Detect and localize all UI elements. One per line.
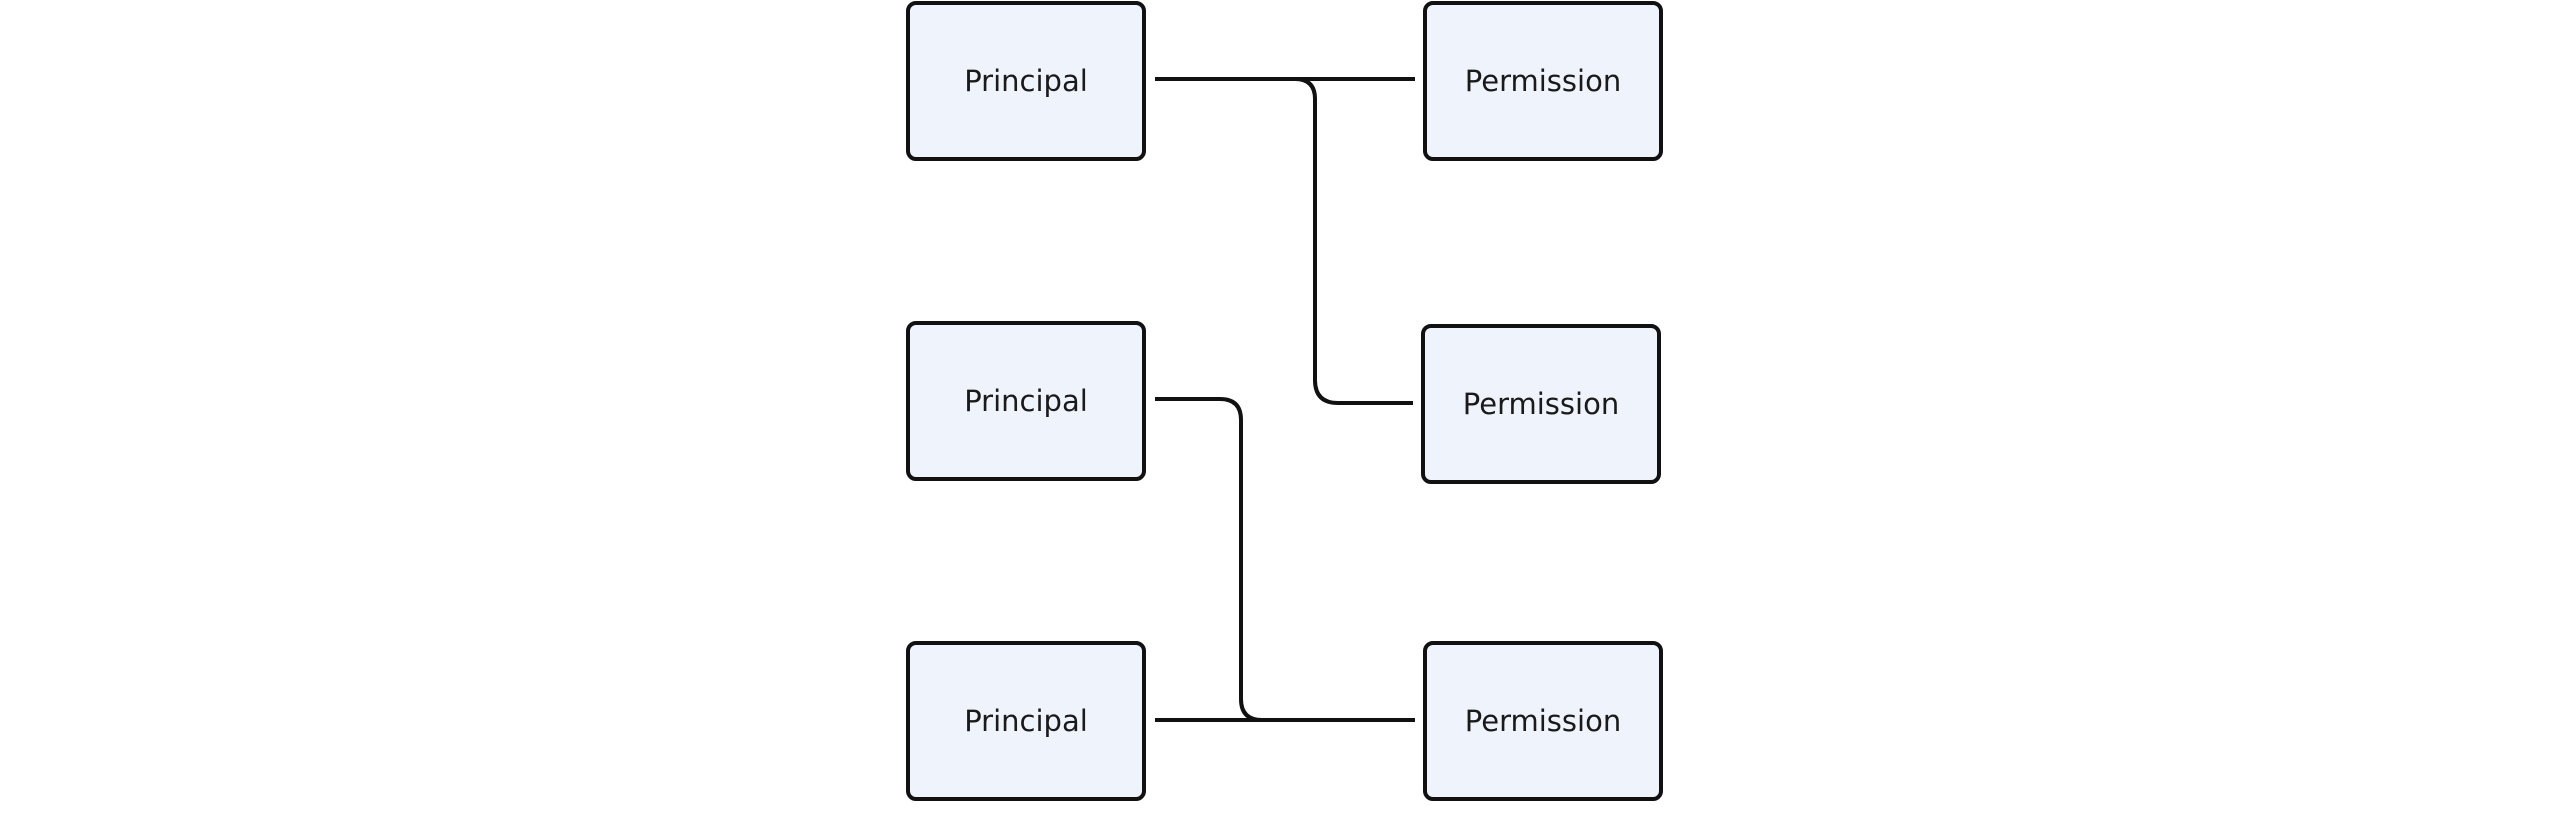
- permission-node-3[interactable]: Permission: [1423, 641, 1663, 801]
- permission-node-2[interactable]: Permission: [1421, 324, 1661, 484]
- permission-node-1[interactable]: Permission: [1423, 1, 1663, 161]
- principal-node-2[interactable]: Principal: [906, 321, 1146, 481]
- edge-p1-perm2: [1155, 77, 1413, 405]
- node-label: Permission: [1462, 387, 1620, 421]
- node-label: Principal: [964, 704, 1088, 738]
- edge-p2-perm3: [1155, 397, 1415, 722]
- node-label: Permission: [1464, 64, 1622, 98]
- principal-node-3[interactable]: Principal: [906, 641, 1146, 801]
- node-label: Principal: [964, 384, 1088, 418]
- node-label: Principal: [964, 64, 1088, 98]
- principal-node-1[interactable]: Principal: [906, 1, 1146, 161]
- node-label: Permission: [1464, 704, 1622, 738]
